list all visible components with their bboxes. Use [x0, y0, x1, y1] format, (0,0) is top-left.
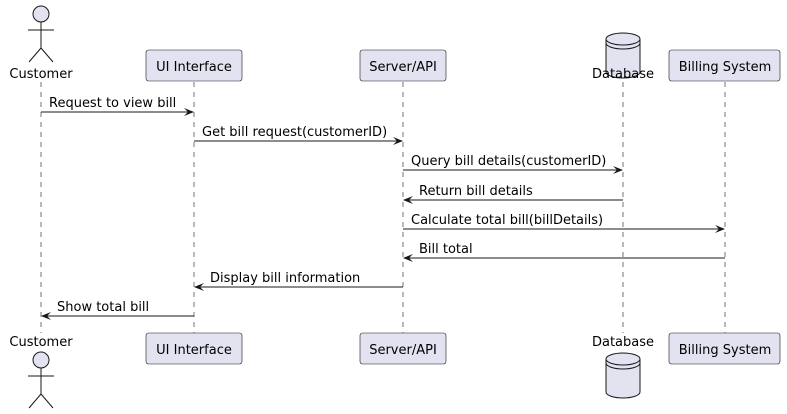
participant-label-bottom: UI Interface: [156, 343, 232, 358]
message-3: Query bill details(customerID): [403, 154, 623, 174]
participant-label-bottom: Customer: [9, 335, 73, 350]
message-label: Calculate total bill(billDetails): [411, 213, 603, 228]
participant-box: [668, 49, 781, 82]
participant-ui-bottom: UI Interface: [145, 332, 243, 365]
arrowhead: [403, 254, 413, 262]
participant-box: [145, 332, 243, 365]
message-label: Display bill information: [210, 271, 360, 286]
participant-customer-top: Customer: [9, 5, 73, 82]
message-label: Bill total: [419, 242, 473, 257]
participant-box: [668, 332, 781, 365]
message-8: Show total bill: [41, 300, 194, 320]
arrowhead: [403, 196, 413, 204]
participant-database-top: Database: [592, 32, 654, 82]
database-rim: [605, 38, 641, 46]
arrowhead: [715, 225, 725, 233]
database-rim-inner: [605, 42, 641, 50]
participant-label-top: Database: [592, 67, 654, 82]
message-7: Display bill information: [194, 271, 403, 291]
actor-leg-left: [28, 393, 42, 409]
participant-server-bottom: Server/API: [359, 332, 447, 365]
participant-box: [145, 49, 243, 82]
participant-label-bottom: Database: [592, 335, 654, 350]
message-1: Request to view bill: [41, 96, 194, 116]
participant-box: [359, 49, 447, 82]
participant-billing-bottom: Billing System: [668, 332, 781, 365]
database-cylinder: [605, 352, 641, 399]
participant-label-top: Billing System: [679, 60, 771, 75]
message-label: Query bill details(customerID): [411, 154, 606, 169]
participant-box: [359, 332, 447, 365]
actor-leg-right: [40, 393, 54, 409]
participant-server-top: Server/API: [359, 49, 447, 82]
participant-label-bottom: Billing System: [679, 343, 771, 358]
message-4: Return bill details: [403, 184, 623, 204]
actor-leg-right: [40, 47, 54, 63]
message-label: Return bill details: [419, 184, 533, 199]
arrowhead: [194, 283, 204, 291]
actor-head: [32, 351, 50, 369]
message-2: Get bill request(customerID): [194, 125, 403, 145]
participant-database-bottom: Database: [592, 335, 654, 399]
arrowhead: [393, 137, 403, 145]
message-6: Bill total: [403, 242, 725, 262]
participant-label-top: UI Interface: [156, 60, 232, 75]
participant-label-top: Customer: [9, 67, 73, 82]
lifelines: [40, 82, 726, 333]
participant-billing-top: Billing System: [668, 49, 781, 82]
actor-head: [32, 5, 50, 23]
message-label: Show total bill: [57, 300, 149, 315]
message-label: Request to view bill: [49, 96, 176, 111]
participant-label-top: Server/API: [369, 60, 437, 75]
message-5: Calculate total bill(billDetails): [403, 213, 725, 233]
participant-customer-bottom: Customer: [9, 335, 73, 409]
database-rim-inner: [605, 362, 641, 370]
arrowhead: [613, 166, 623, 174]
participant-label-bottom: Server/API: [369, 343, 437, 358]
arrowhead: [41, 312, 51, 320]
arrowhead: [184, 108, 194, 116]
database-rim: [605, 358, 641, 366]
message-label: Get bill request(customerID): [202, 125, 387, 140]
participant-ui-top: UI Interface: [145, 49, 243, 82]
actor-leg-left: [28, 47, 42, 63]
